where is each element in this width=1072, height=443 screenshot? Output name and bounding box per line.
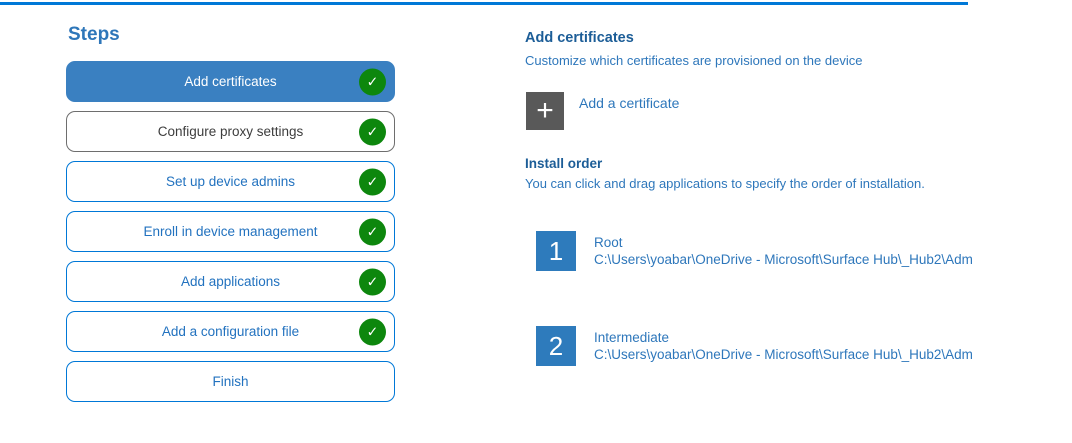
certificate-name: Intermediate (594, 330, 670, 345)
section-subtitle: Customize which certificates are provisi… (525, 53, 863, 68)
install-order-title: Install order (525, 156, 603, 171)
install-item-text: Intermediate C:\Users\yoabar\OneDrive - … (594, 329, 973, 363)
install-item-root[interactable]: 1 Root C:\Users\yoabar\OneDrive - Micros… (536, 231, 973, 271)
step-label: Configure proxy settings (157, 124, 304, 139)
step-label: Finish (212, 374, 249, 389)
check-icon: ✓ (359, 318, 386, 345)
add-certificate-label: Add a certificate (579, 95, 680, 111)
check-icon: ✓ (359, 218, 386, 245)
step-add-applications[interactable]: Add applications ✓ (66, 261, 395, 302)
step-label: Add certificates (184, 74, 277, 89)
step-label: Add a configuration file (161, 324, 300, 339)
certificate-path: C:\Users\yoabar\OneDrive - Microsoft\Sur… (594, 252, 973, 267)
check-icon: ✓ (359, 68, 386, 95)
add-certificate-button[interactable]: + Add a certificate (526, 92, 679, 130)
certificate-name: Root (594, 235, 623, 250)
step-add-a-configuration-file[interactable]: Add a configuration file ✓ (66, 311, 395, 352)
install-item-text: Root C:\Users\yoabar\OneDrive - Microsof… (594, 234, 973, 268)
top-accent-rule (0, 2, 968, 5)
check-icon: ✓ (359, 118, 386, 145)
main-panel: Add certificates Customize which certifi… (525, 0, 1065, 443)
order-number-badge: 2 (536, 326, 576, 366)
section-title: Add certificates (525, 30, 634, 46)
step-set-up-device-admins[interactable]: Set up device admins ✓ (66, 161, 395, 202)
certificate-path: C:\Users\yoabar\OneDrive - Microsoft\Sur… (594, 347, 973, 362)
step-add-certificates[interactable]: Add certificates ✓ (66, 61, 395, 102)
step-label: Set up device admins (165, 174, 296, 189)
order-number-badge: 1 (536, 231, 576, 271)
step-configure-proxy-settings[interactable]: Configure proxy settings ✓ (66, 111, 395, 152)
steps-sidebar: Steps Add certificates ✓ Configure proxy… (66, 24, 395, 411)
steps-title: Steps (68, 24, 120, 45)
install-order-subtitle: You can click and drag applications to s… (525, 176, 925, 191)
install-item-intermediate[interactable]: 2 Intermediate C:\Users\yoabar\OneDrive … (536, 326, 973, 366)
plus-icon[interactable]: + (526, 92, 564, 130)
check-icon: ✓ (359, 268, 386, 295)
step-enroll-in-device-management[interactable]: Enroll in device management ✓ (66, 211, 395, 252)
step-label: Add applications (180, 274, 281, 289)
step-label: Enroll in device management (143, 224, 318, 239)
check-icon: ✓ (359, 168, 386, 195)
step-finish[interactable]: Finish (66, 361, 395, 402)
